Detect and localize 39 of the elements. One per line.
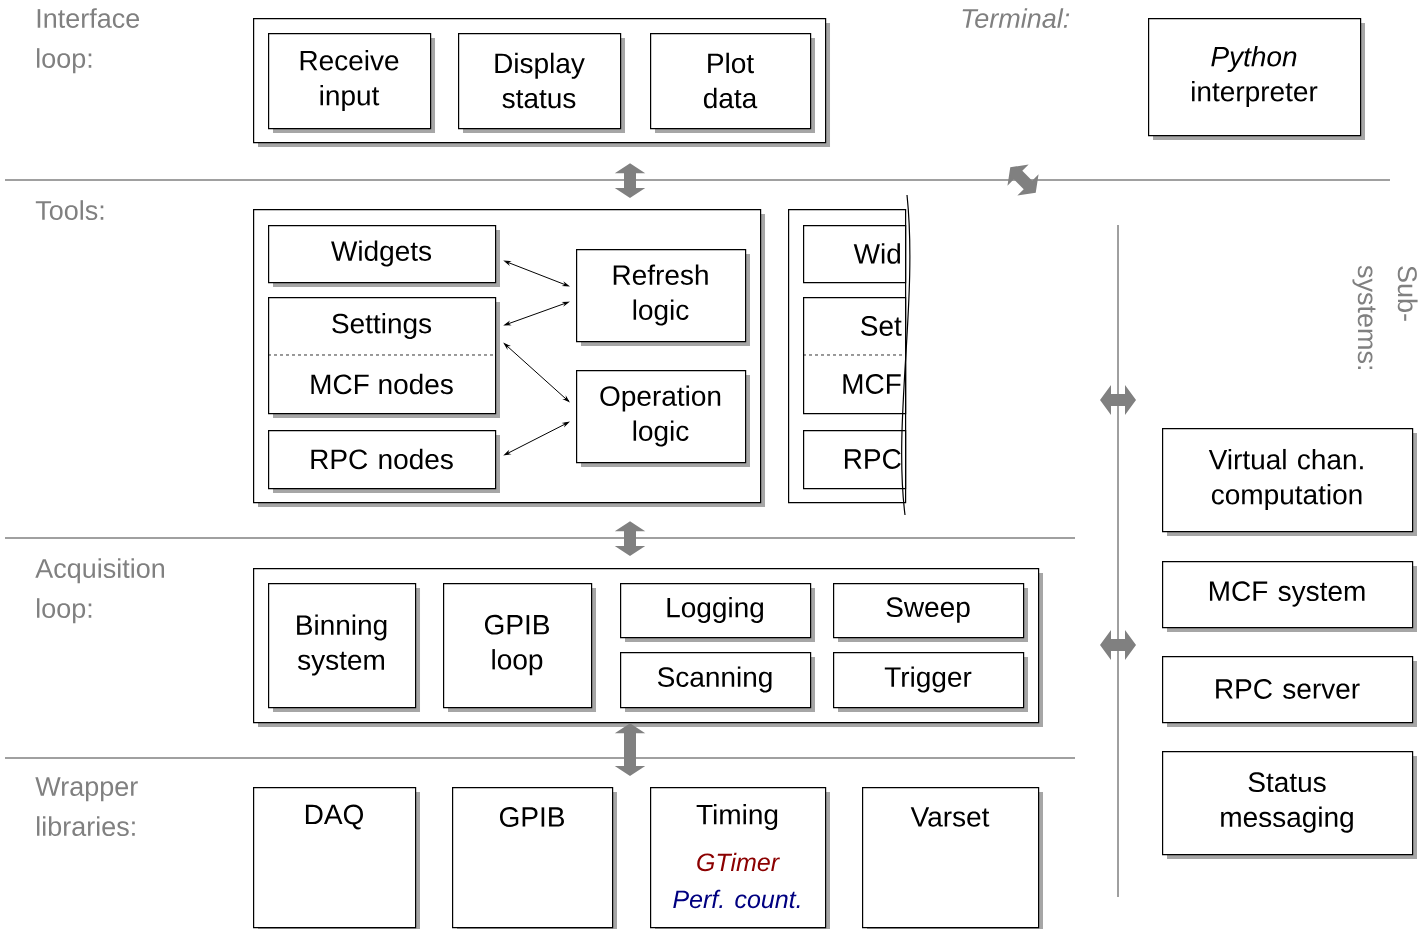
section-label: Interface loop:: [37, 8, 140, 74]
process-box: RPC server: [1162, 656, 1417, 727]
process-box: Set MCF: [802, 297, 907, 415]
process-box: Operation logic: [576, 370, 750, 467]
process-box: Scanning: [620, 652, 815, 712]
process-box: GPIB loop: [443, 583, 596, 712]
process-box: Sweep: [833, 583, 1028, 642]
process-box: Display status: [458, 33, 625, 133]
section-label: Tools:: [35, 200, 104, 220]
process-box: Virtual chan. computation: [1162, 428, 1417, 536]
arrow: [504, 260, 569, 287]
section-label: Wrapper libraries:: [35, 777, 138, 837]
library-box: DAQ: [253, 787, 420, 929]
process-box: Settings MCF nodes: [267, 297, 500, 418]
library-box: GPIB: [452, 787, 617, 929]
arrow: [504, 421, 569, 456]
process-box: RPC: [803, 430, 907, 490]
block-arrow: [614, 163, 646, 198]
block-arrow: [614, 521, 646, 556]
process-box: Receive input: [268, 33, 435, 133]
library-box: Timing GTimer Perf. count.: [650, 787, 830, 929]
arrow: [504, 301, 569, 326]
process-box: Refresh logic: [576, 249, 750, 346]
arrow: [503, 343, 570, 402]
process-box: Trigger: [833, 652, 1028, 712]
process-box: Python interpreter: [1148, 18, 1365, 140]
process-box: Widgets: [268, 225, 500, 287]
process-box: MCF system: [1162, 561, 1417, 632]
process-box: RPC nodes: [268, 430, 500, 493]
section-label: Sub- systems:: [1352, 265, 1418, 370]
library-box: Varset: [862, 787, 1043, 929]
block-arrow: [614, 723, 646, 776]
process-box: Wid: [803, 225, 907, 284]
process-box: Plot data: [650, 33, 815, 133]
process-box: Binning system: [268, 583, 420, 712]
section-label: Terminal:: [962, 8, 1070, 28]
section-label: Acquisition loop:: [35, 558, 164, 624]
process-box: Status messaging: [1162, 751, 1417, 859]
process-box: Logging: [620, 583, 815, 642]
